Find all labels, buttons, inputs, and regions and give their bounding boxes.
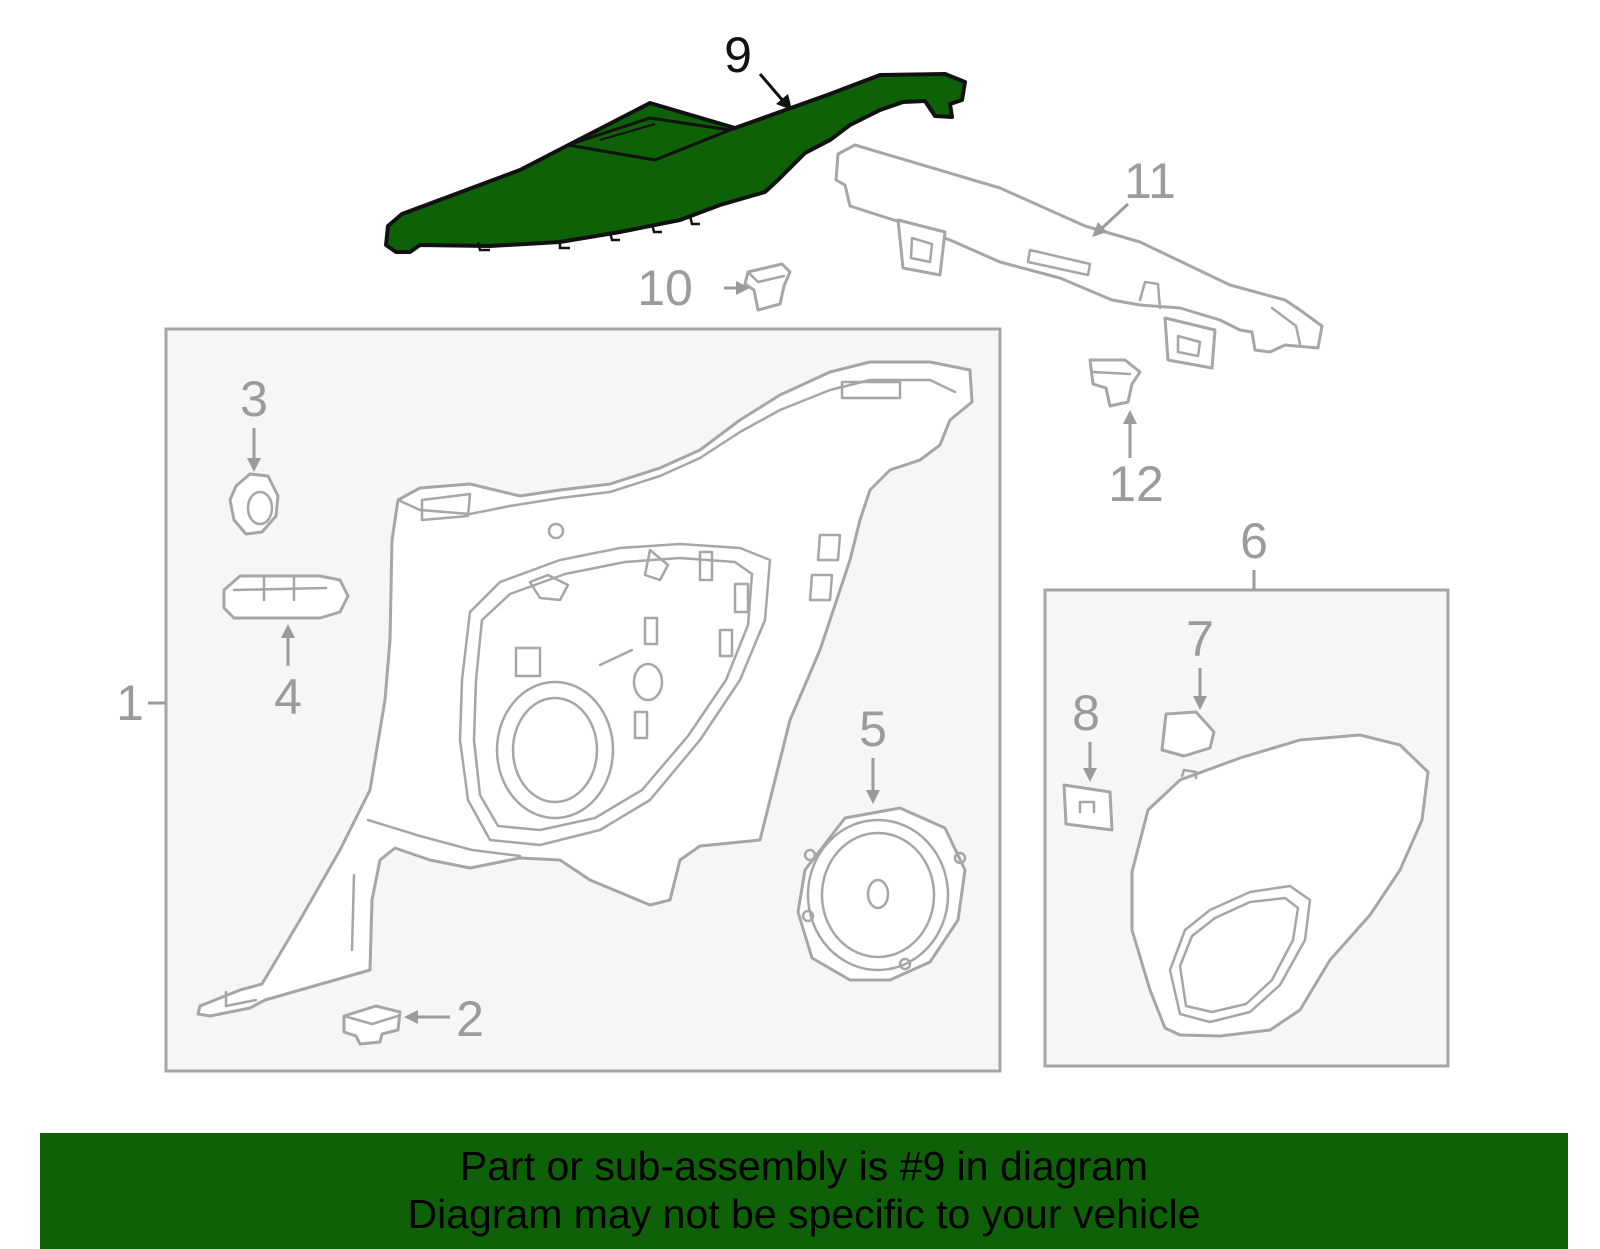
part-11-bracket[interactable] [834, 143, 1324, 370]
callout-5: 5 [859, 701, 887, 757]
banner-line-2: Diagram may not be specific to your vehi… [407, 1191, 1201, 1237]
callout-7: 7 [1186, 611, 1214, 667]
part-7-clip[interactable] [1160, 710, 1216, 758]
banner-line-1: Part or sub-assembly is #9 in diagram [459, 1143, 1149, 1189]
part-4-clip[interactable] [222, 574, 350, 620]
callout-3: 3 [240, 371, 268, 427]
callout-4: 4 [274, 669, 302, 725]
callout-6: 6 [1240, 513, 1268, 569]
callout-9: 9 [724, 27, 752, 83]
callout-12: 12 [1108, 456, 1164, 512]
callout-2: 2 [456, 991, 484, 1047]
callout-10: 10 [637, 260, 693, 316]
part-12-clip[interactable] [1088, 358, 1142, 408]
callout-8: 8 [1072, 685, 1100, 741]
leader-lines [148, 73, 1256, 1024]
callout-11: 11 [1124, 153, 1176, 209]
info-banner: Part or sub-assembly is #9 in diagram Di… [40, 1133, 1568, 1249]
part-3-grommet[interactable] [228, 472, 280, 536]
part-8-clip[interactable] [1062, 783, 1114, 832]
part-2-clip[interactable] [342, 1004, 402, 1046]
callout-1: 1 [116, 675, 144, 731]
part-9-trim-panel[interactable] [384, 72, 967, 254]
part-5-speaker[interactable] [796, 806, 967, 982]
part-6-cover[interactable] [1130, 733, 1430, 1038]
part-10-clip[interactable] [743, 262, 792, 312]
part-1-quarter-trim-panel[interactable] [196, 360, 974, 1018]
